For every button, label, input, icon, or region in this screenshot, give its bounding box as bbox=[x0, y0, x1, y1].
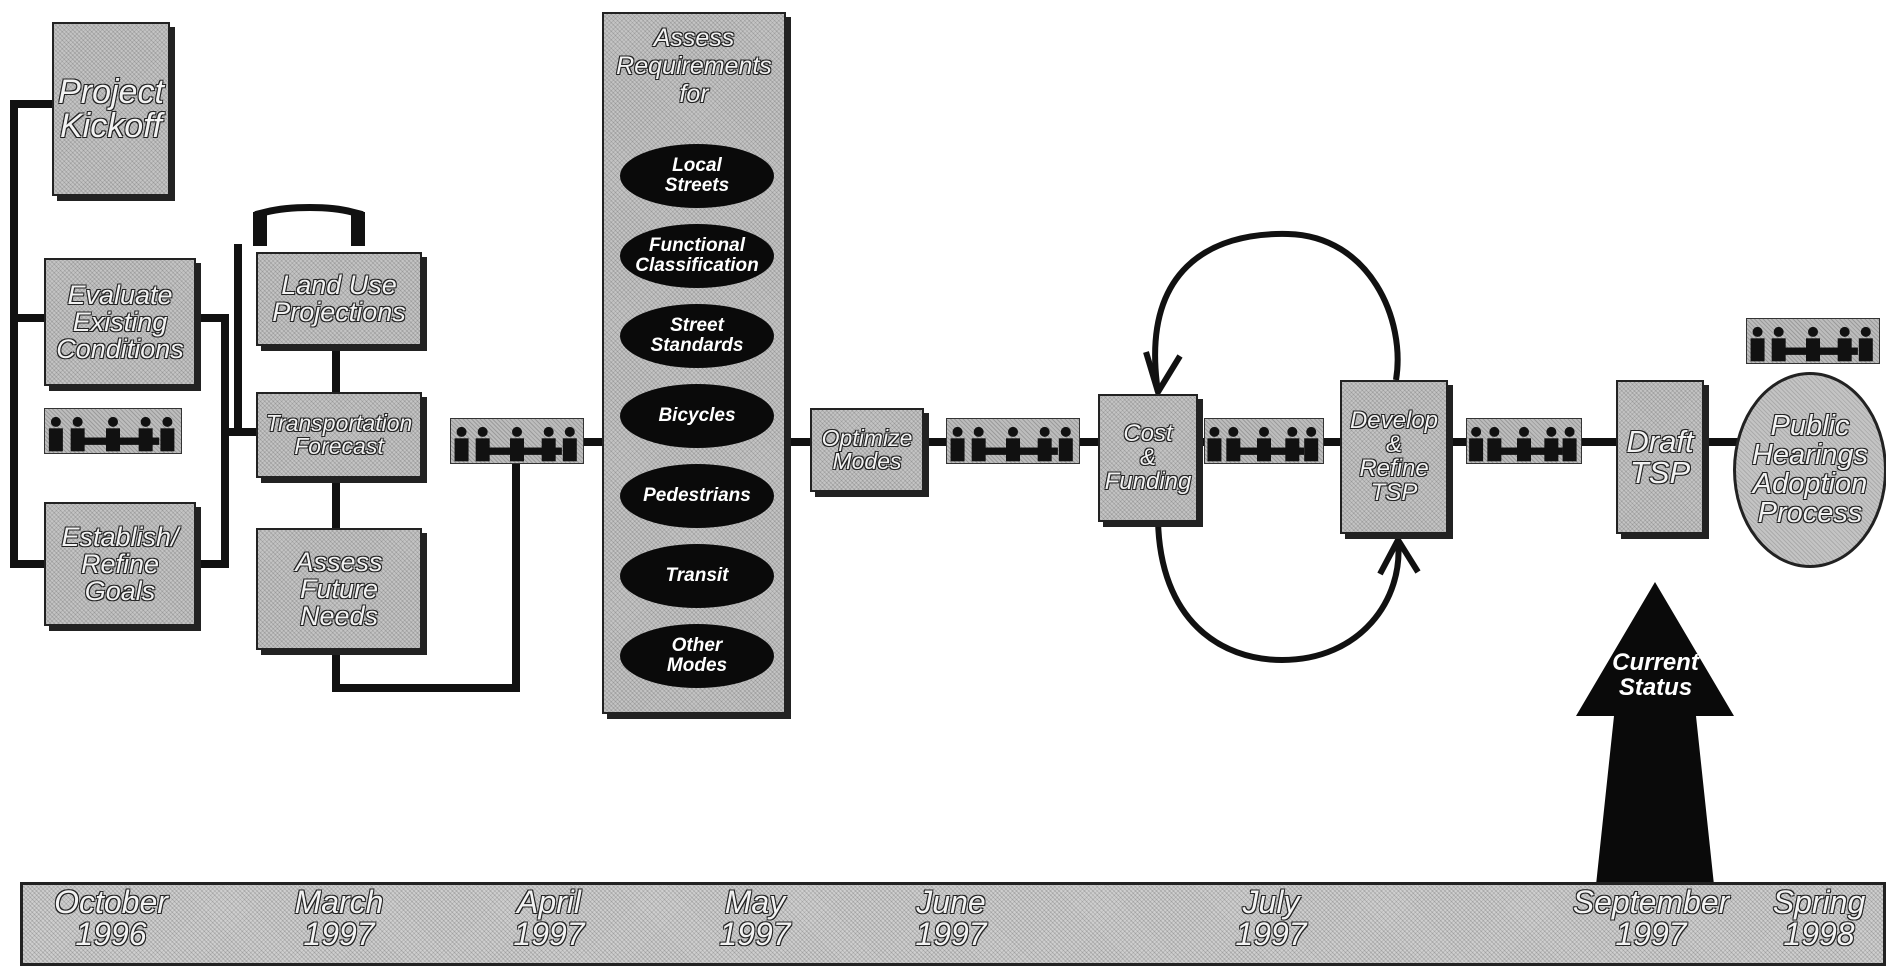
requirement-bicycles: Bicycles bbox=[620, 384, 774, 448]
land-use-box: Land Use Projections bbox=[256, 252, 422, 346]
develop-refine-label: Develop & Refine TSP bbox=[1350, 409, 1438, 505]
requirement-transit: Transit bbox=[620, 544, 774, 608]
assess-future-label: Assess Future Needs bbox=[295, 549, 382, 630]
establish-goals-box: Establish/ Refine Goals bbox=[44, 502, 196, 626]
timeline-july-1997: July 1997 bbox=[1226, 886, 1316, 950]
timeline-september-1997: September 1997 bbox=[1566, 886, 1736, 950]
requirement-other-modes: Other Modes bbox=[620, 624, 774, 688]
draft-tsp-box: Draft TSP bbox=[1616, 380, 1704, 534]
requirement-local-streets: Local Streets bbox=[620, 144, 774, 208]
meeting-illustration bbox=[1746, 318, 1880, 364]
timeline-october-1996: October 1996 bbox=[46, 886, 176, 950]
meeting-illustration bbox=[1466, 418, 1582, 464]
assess-future-box: Assess Future Needs bbox=[256, 528, 422, 650]
loop-arc-bottom bbox=[1158, 520, 1399, 660]
optimize-modes-label: Optimize Modes bbox=[822, 427, 913, 473]
public-hearings-circle: Public Hearings Adoption Process bbox=[1733, 372, 1886, 568]
current-status-arrow bbox=[1576, 580, 1734, 885]
timeline-march-1997: March 1997 bbox=[284, 886, 394, 950]
requirement-street-standards: Street Standards bbox=[620, 304, 774, 368]
project-kickoff-label: Project Kickoff bbox=[58, 75, 164, 143]
project-kickoff-box: Project Kickoff bbox=[52, 22, 170, 196]
meeting-illustration bbox=[946, 418, 1080, 464]
cost-funding-label: Cost & Funding bbox=[1105, 422, 1192, 494]
meeting-illustration bbox=[44, 408, 182, 454]
requirement-functional-classification: Functional Classification bbox=[620, 224, 774, 288]
handle-left-cap bbox=[253, 212, 267, 246]
evaluate-conditions-box: Evaluate Existing Conditions bbox=[44, 258, 196, 386]
requirement-pedestrians: Pedestrians bbox=[620, 464, 774, 528]
land-use-label: Land Use Projections bbox=[272, 272, 406, 326]
current-status-label: Current Status bbox=[1598, 650, 1713, 700]
assess-requirements-box: Assess Requirements for Local Streets Fu… bbox=[602, 12, 786, 714]
assess-requirements-title: Assess Requirements for bbox=[604, 24, 784, 108]
transportation-forecast-label: Transportation Forecast bbox=[266, 412, 413, 458]
right-bracket-line bbox=[200, 318, 225, 564]
optimize-modes-box: Optimize Modes bbox=[810, 408, 924, 492]
evaluate-conditions-label: Evaluate Existing Conditions bbox=[56, 282, 184, 363]
meeting-illustration bbox=[1204, 418, 1324, 464]
timeline-may-1997: May 1997 bbox=[710, 886, 800, 950]
cost-funding-box: Cost & Funding bbox=[1098, 394, 1198, 522]
establish-goals-label: Establish/ Refine Goals bbox=[61, 524, 178, 605]
timeline-april-1997: April 1997 bbox=[504, 886, 594, 950]
loop-arc-top bbox=[1155, 234, 1397, 392]
meeting-illustration bbox=[450, 418, 584, 464]
draft-tsp-label: Draft TSP bbox=[1626, 426, 1693, 488]
timeline-spring-1998: Spring 1998 bbox=[1764, 886, 1874, 950]
develop-refine-box: Develop & Refine TSP bbox=[1340, 380, 1448, 534]
transportation-forecast-box: Transportation Forecast bbox=[256, 392, 422, 478]
loop-handle bbox=[258, 208, 360, 247]
timeline-june-1997: June 1997 bbox=[906, 886, 996, 950]
loop-arrow-down bbox=[1146, 352, 1180, 392]
handle-right-cap bbox=[351, 212, 365, 246]
